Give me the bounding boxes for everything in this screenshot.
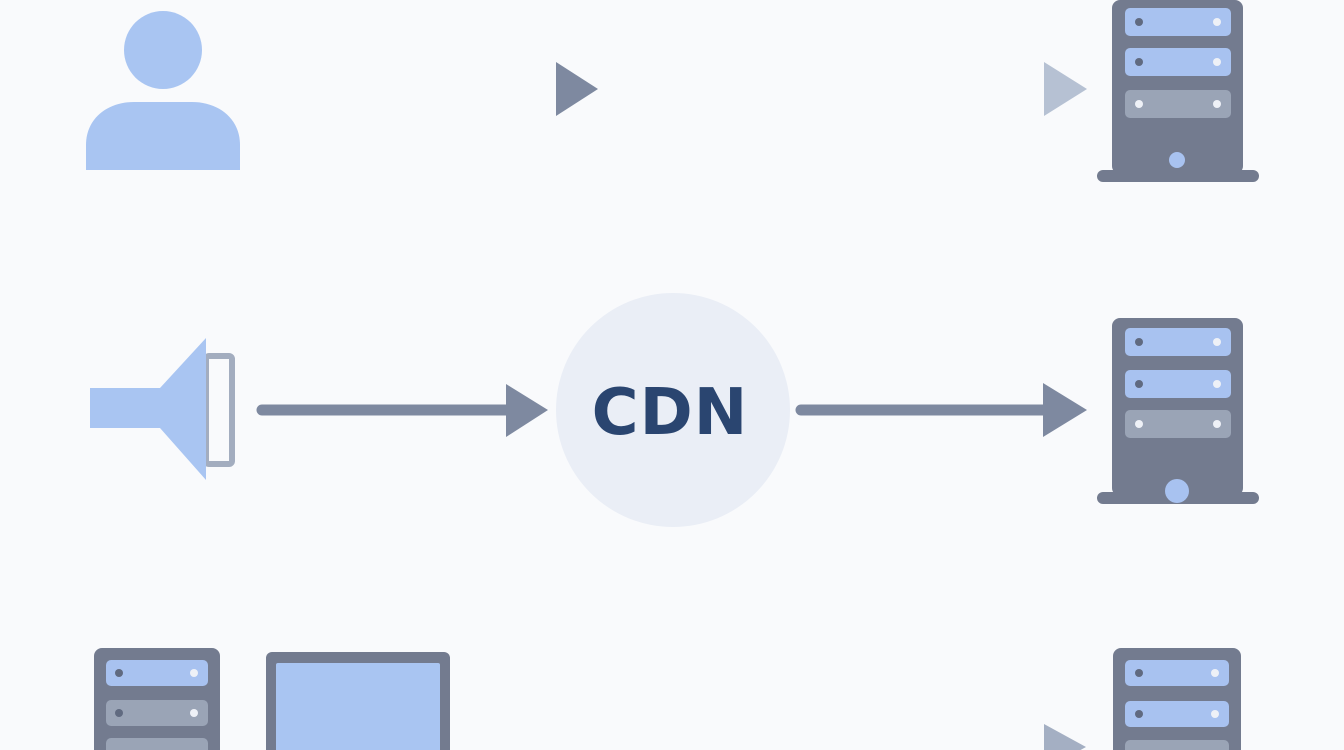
- row-speaker-via-cdn: CDN: [90, 293, 1259, 527]
- arrow-cdn-to-origin: [795, 383, 1087, 437]
- edge-server: [94, 648, 220, 750]
- server-icon: [1097, 0, 1259, 182]
- server-icon: [1097, 318, 1259, 504]
- cdn-node: CDN: [556, 293, 790, 527]
- server-icon: [1113, 648, 1241, 750]
- origin-server-3: [1113, 648, 1241, 750]
- speaker-icon: [90, 338, 235, 480]
- user-icon: [86, 11, 240, 170]
- cdn-label: CDN: [592, 376, 749, 450]
- server-icon: [94, 648, 220, 750]
- arrow-to-cdn: [256, 384, 548, 437]
- row-user-to-origin: [86, 0, 1259, 182]
- arrow-edge-to-origin: [481, 724, 1086, 750]
- monitor-icon: [266, 652, 450, 750]
- origin-server-1: [1097, 0, 1259, 182]
- origin-server-2: [1097, 318, 1259, 504]
- direct-request-arrow: [256, 62, 1087, 116]
- cdn-circle: [556, 293, 790, 527]
- arrow-head-mid: [556, 62, 598, 116]
- arrow-head-end: [1044, 62, 1087, 116]
- row-edge-to-origin: [94, 648, 1241, 750]
